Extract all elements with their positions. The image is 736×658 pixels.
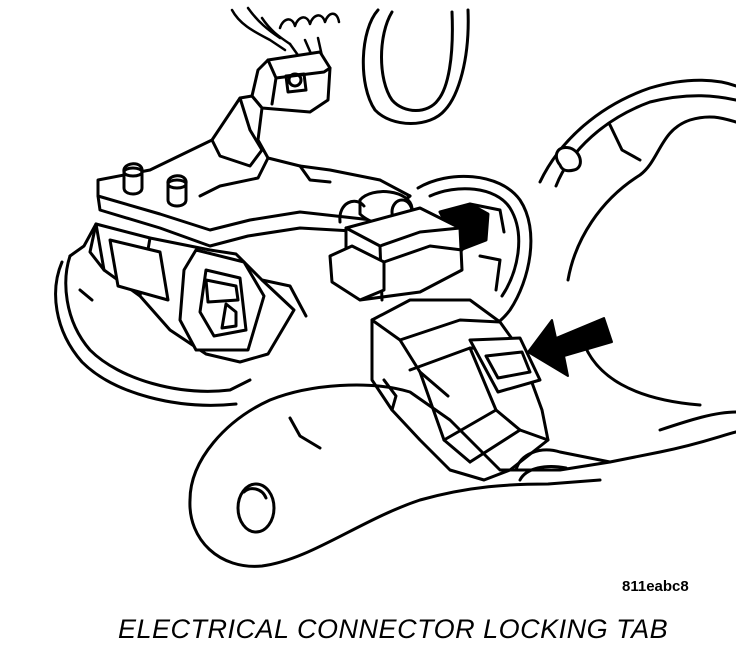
sensor-connector (370, 298, 550, 482)
mounting-bracket (96, 94, 412, 248)
figure-code: 811eabc8 (622, 578, 689, 595)
left-connector (54, 222, 308, 407)
hose-loop (361, 8, 470, 125)
housing-cover (538, 78, 736, 432)
lower-bracket-plate (188, 383, 736, 568)
harness-wires (230, 6, 341, 60)
figure-caption: ELECTRICAL CONNECTOR LOCKING TAB (118, 614, 669, 644)
sensor-body (328, 190, 464, 302)
locking-tab-arrow (527, 317, 613, 377)
upper-connector (250, 50, 332, 114)
